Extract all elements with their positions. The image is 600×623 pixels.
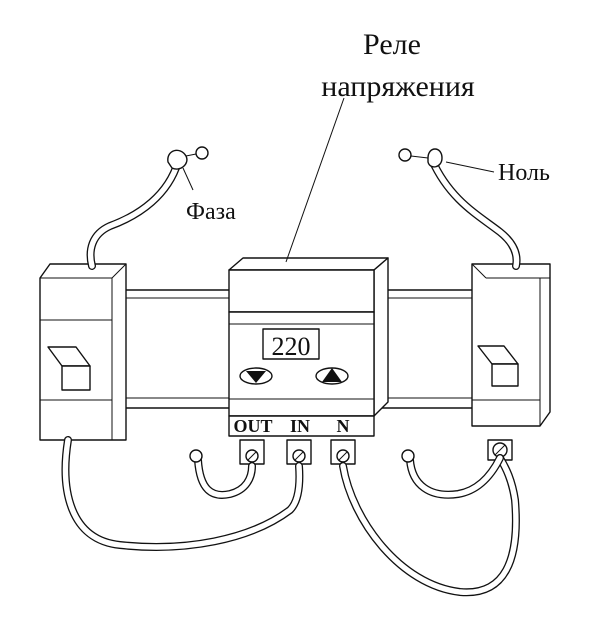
relay-title-line2: напряжения [321, 70, 475, 103]
out-terminal-label: OUT [233, 416, 272, 436]
left-breaker-toggle[interactable] [47, 346, 91, 391]
display-value: 220 [272, 332, 311, 361]
breaker-to-in-wire [61, 436, 304, 551]
relay-terminals [239, 439, 356, 465]
n-terminal-label: N [337, 416, 350, 436]
labels: Реле напряжения Фаза Ноль OUT IN N [186, 28, 550, 436]
right-loose-wire [406, 454, 504, 499]
neutral-label: Ноль [498, 160, 550, 186]
phase-label: Фаза [186, 199, 236, 225]
neutral-input-wire [428, 156, 521, 270]
neutral-output-wire [339, 454, 520, 597]
triangle-down-icon [246, 371, 266, 383]
voltage-display: 220 [262, 328, 320, 361]
phase-wire-end [167, 146, 209, 170]
wire-ends [167, 146, 443, 463]
out-loose-end [189, 449, 203, 463]
phase-input-wire [86, 158, 182, 270]
right-breaker-toggle[interactable] [477, 345, 519, 387]
callout-lines [182, 97, 495, 263]
out-terminal [239, 439, 265, 465]
relay-title-line1: Реле [363, 28, 421, 61]
voltage-relay: 220 [228, 257, 389, 437]
in-terminal [286, 439, 312, 465]
in-terminal-label: IN [290, 416, 310, 436]
right-circuit-breaker [471, 263, 551, 461]
triangle-up-icon [322, 368, 342, 382]
left-circuit-breaker [39, 263, 127, 441]
wires [61, 156, 521, 597]
down-button[interactable] [239, 367, 273, 385]
n-terminal [330, 439, 356, 465]
up-button[interactable] [315, 367, 349, 385]
out-wire [194, 456, 256, 499]
right-loose-end [401, 449, 415, 463]
neutral-wire-end [398, 148, 443, 168]
